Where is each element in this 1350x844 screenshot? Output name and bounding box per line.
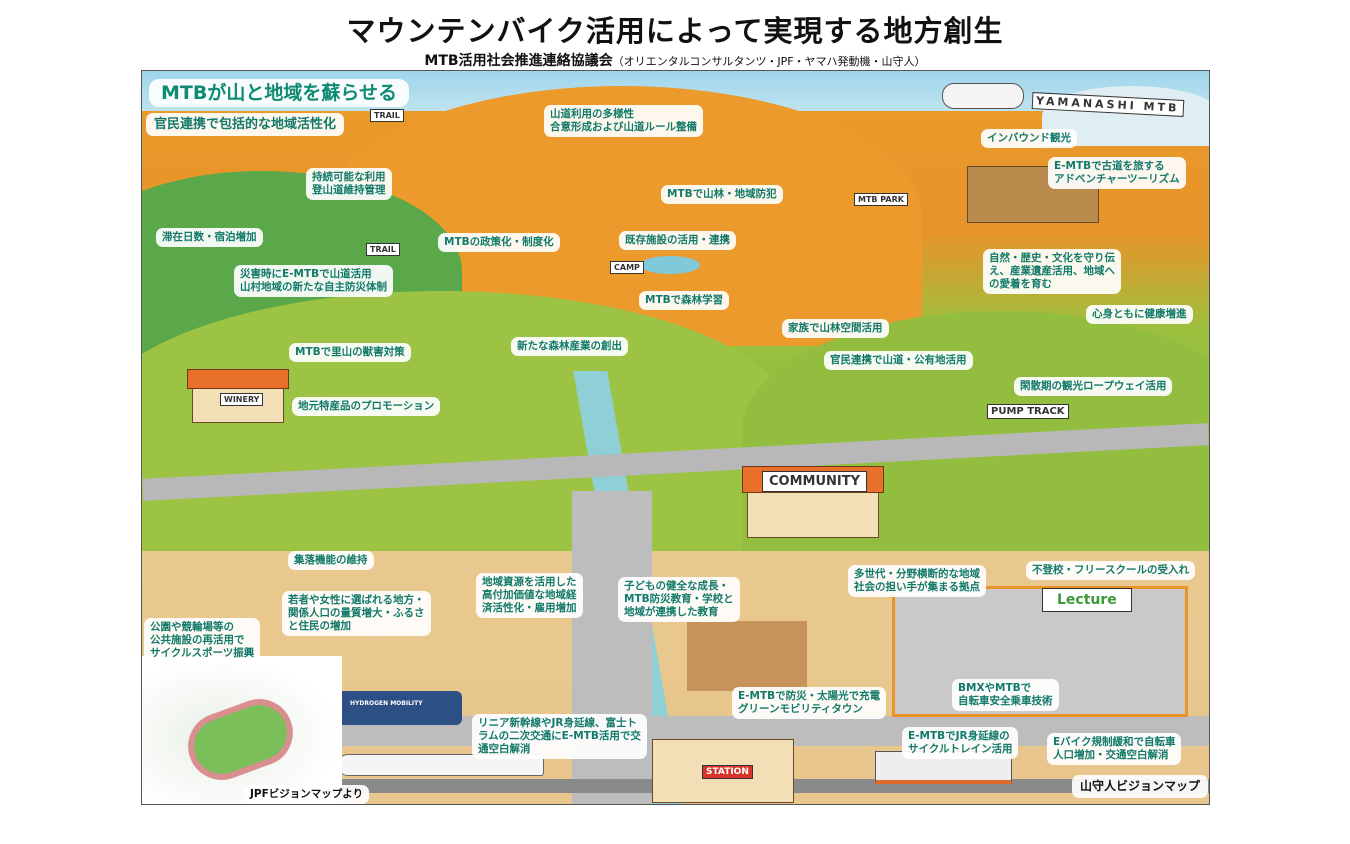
page-title: マウンテンバイク活用によって実現する地方創生 xyxy=(346,14,1004,48)
map-label: 子どもの健全な成長・ MTB防災教育・学校と 地域が連携した教育 xyxy=(618,577,740,622)
lecture-sign: Lecture xyxy=(1042,588,1132,612)
credit-yamamoribito: 山守人ビジョンマップ xyxy=(1072,775,1209,798)
map-label: インバウンド観光 xyxy=(981,129,1077,148)
vision-map-illustration: TRAIL TRAIL MTB PARK CAMP WINERY COMMUNI… xyxy=(141,70,1210,805)
map-label: 災害時にE-MTBで山道活用 山村地域の新たな自主防災体制 xyxy=(234,265,393,297)
map-label: 官民連携で山道・公有地活用 xyxy=(824,351,973,370)
map-label: 若者や女性に選ばれる地方・ 関係人口の量質増大・ふるさ と住民の増加 xyxy=(282,591,431,636)
map-label: MTBで里山の獣害対策 xyxy=(289,343,411,362)
map-label: Eバイク規制緩和で自転車 人口増加・交通空白解消 xyxy=(1047,733,1182,765)
map-label: BMXやMTBで 自転車安全乗車技術 xyxy=(952,679,1059,711)
map-label: 公園や競輪場等の 公共施設の再活用で サイクルスポーツ振興 xyxy=(144,618,261,663)
credit-jpf: JPFビジョンマップより xyxy=(244,785,370,804)
winery-sign: WINERY xyxy=(220,393,264,406)
tram xyxy=(337,691,462,725)
map-label: リニア新幹線やJR身延線、富士ト ラムの二次交通にE-MTB活用で交 通空白解消 xyxy=(472,714,647,759)
trail-sign: TRAIL xyxy=(366,243,400,256)
community-sign: COMMUNITY xyxy=(762,471,868,492)
map-label: 閑散期の観光ロープウェイ活用 xyxy=(1014,377,1173,396)
organization-name: MTB活用社会推進連絡協議会 xyxy=(424,53,613,69)
station-sign: STATION xyxy=(702,765,753,779)
map-label: 滞在日数・宿泊増加 xyxy=(156,228,263,247)
map-label: 地域資源を活用した 高付加価値な地域経 済活性化・雇用増加 xyxy=(476,573,583,618)
map-label: 自然・歴史・文化を守り伝 え、産業遺産活用、地域へ の愛着を育む xyxy=(983,249,1121,294)
pump-track-sign: PUMP TRACK xyxy=(987,404,1069,419)
map-label: 新たな森林産業の創出 xyxy=(511,337,628,356)
map-headline: MTBが山と地域を蘇らせる xyxy=(149,79,409,107)
map-label: 不登校・フリースクールの受入れ xyxy=(1026,561,1195,580)
mtb-park-sign: MTB PARK xyxy=(854,193,908,206)
map-subheadline: 官民連携で包括的な地域活性化 xyxy=(146,113,345,136)
map-label: 集落機能の維持 xyxy=(288,551,374,570)
pond xyxy=(640,256,700,274)
map-label: E-MTBでJR身延線の サイクルトレイン活用 xyxy=(902,727,1019,759)
map-label: 持続可能な利用 登山道維持管理 xyxy=(306,168,392,200)
school-yard xyxy=(687,621,807,691)
map-label: E-MTBで古道を旅する アドベンチャーツーリズム xyxy=(1048,157,1186,189)
airplane xyxy=(942,83,1024,109)
map-label: 地元特産品のプロモーション xyxy=(292,397,441,416)
organization-members: （オリエンタルコンサルタンツ・JPF・ヤマハ発動機・山守人） xyxy=(612,55,926,68)
camp-sign: CAMP xyxy=(610,261,644,274)
map-label: 既存施設の活用・連携 xyxy=(619,231,736,250)
winery-roof xyxy=(187,369,289,389)
map-label: 山道利用の多様性 合意形成および山道ルール整備 xyxy=(544,105,703,137)
map-label: MTBの政策化・制度化 xyxy=(438,233,560,252)
trail-sign: TRAIL xyxy=(370,109,404,122)
map-label: 心身ともに健康増進 xyxy=(1086,305,1193,324)
tram-label: HYDROGEN MOBILITY xyxy=(350,700,423,707)
map-label: MTBで森林学習 xyxy=(639,291,730,310)
map-label: 家族で山林空間活用 xyxy=(782,319,889,338)
map-label: E-MTBで防災・太陽光で充電 グリーンモビリティタウン xyxy=(732,687,887,719)
page-subtitle: MTB活用社会推進連絡協議会（オリエンタルコンサルタンツ・JPF・ヤマハ発動機・… xyxy=(0,50,1350,70)
map-label: MTBで山林・地域防犯 xyxy=(661,185,783,204)
map-label: 多世代・分野横断的な地域 社会の担い手が集まる拠点 xyxy=(848,565,986,597)
